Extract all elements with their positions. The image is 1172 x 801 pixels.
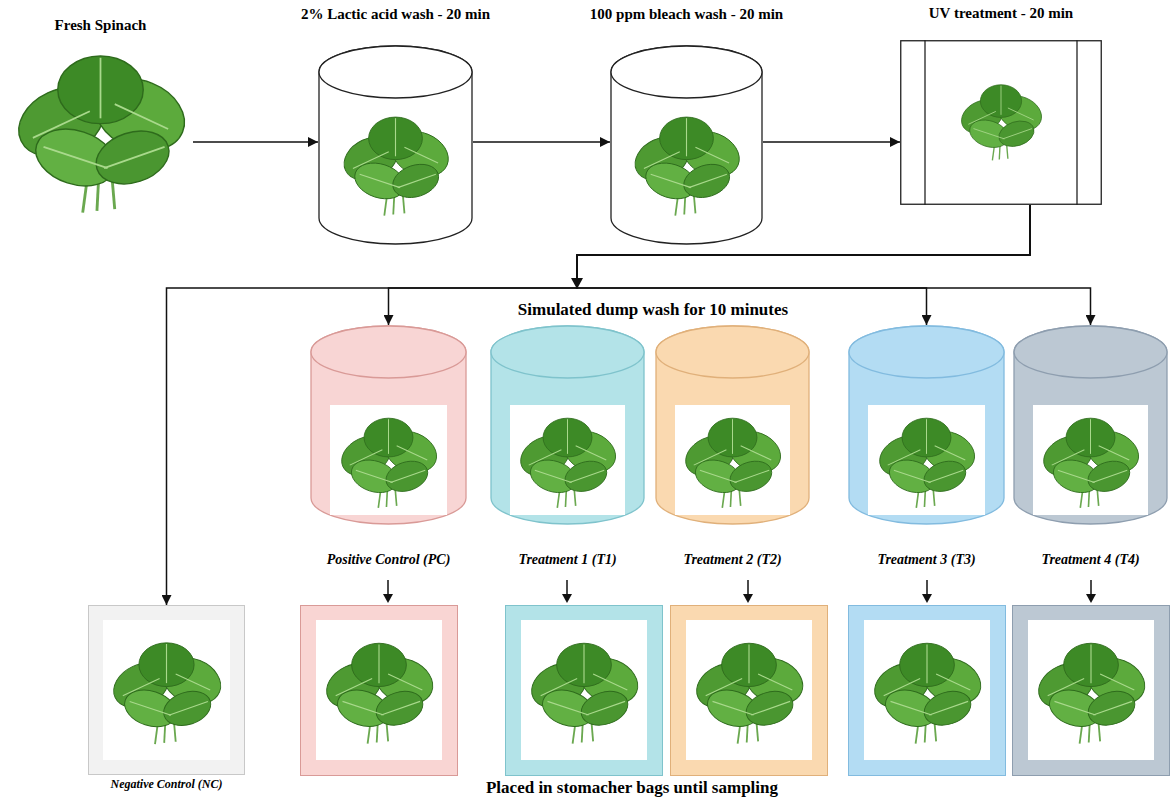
uv-chamber-node: UV treatment - 20 min	[900, 40, 1102, 205]
node-title: Treatment 1 (T1)	[518, 552, 616, 568]
node-label: Treatment 2 (T2)	[683, 552, 781, 568]
wash-tank-node: Treatment 1 (T1)	[490, 325, 645, 525]
node-label: Positive Control (PC)	[327, 552, 451, 568]
node-label: Treatment 4 (T4)	[1041, 552, 1139, 568]
node-label: Treatment 3 (T3)	[877, 552, 975, 568]
wash-tank-node: 100 ppm bleach wash - 20 min	[610, 45, 763, 245]
node-label: Fresh Spinach	[55, 17, 147, 34]
bag-arrow	[388, 580, 1091, 596]
wash-tank	[318, 45, 473, 245]
node-label: 100 ppm bleach wash - 20 min	[590, 6, 783, 23]
node-title: Treatment 2 (T2)	[683, 552, 781, 568]
spinach-picture	[8, 40, 193, 218]
stomacher-bag	[849, 606, 1006, 776]
stomacher-bag	[671, 606, 828, 776]
step-note: Simulated dump wash for 10 minutes	[518, 300, 788, 320]
stomacher-bag	[301, 606, 458, 776]
node-title: Treatment 4 (T4)	[1041, 552, 1139, 568]
flow-arrow	[763, 141, 900, 143]
node-title: UV treatment - 20 min	[929, 5, 1073, 22]
flow-arrow	[473, 141, 610, 143]
node-title: 2% Lactic acid wash - 20 min	[301, 6, 490, 23]
node-label: 2% Lactic acid wash - 20 min	[301, 6, 490, 23]
stomacher-bag	[506, 606, 663, 776]
flow-arrow	[193, 141, 318, 143]
node-label: Treatment 1 (T1)	[518, 552, 616, 568]
wash-tank	[1013, 325, 1168, 525]
uv-chamber	[900, 40, 1102, 205]
wash-tank-node: Treatment 3 (T3)	[848, 325, 1005, 525]
wash-tank	[310, 325, 467, 525]
wash-tank	[610, 45, 763, 245]
stomacher-bag	[88, 605, 245, 775]
flow-arrow	[167, 205, 1031, 605]
wash-tank-node: Positive Control (PC)	[310, 325, 467, 525]
bag-node: Negative Control (NC)	[88, 605, 245, 775]
node-label: UV treatment - 20 min	[929, 5, 1073, 22]
wash-tank-node: Treatment 2 (T2)	[655, 325, 810, 525]
node-title: Fresh Spinach	[55, 17, 147, 34]
node-title: Treatment 3 (T3)	[877, 552, 975, 568]
wash-tank-node: Treatment 4 (T4)	[1013, 325, 1168, 525]
node-label: Negative Control (NC)	[111, 778, 223, 792]
node-title: Positive Control (PC)	[327, 552, 451, 568]
wash-tank	[655, 325, 810, 525]
wash-tank	[848, 325, 1005, 525]
produce-node: Fresh Spinach	[8, 40, 193, 218]
bag-arrowhead	[383, 594, 1096, 603]
stomacher-bag	[1013, 606, 1170, 776]
step-note: Placed in stomacher bags until sampling	[486, 778, 778, 798]
wash-tank-node: 2% Lactic acid wash - 20 min	[318, 45, 473, 245]
node-title: 100 ppm bleach wash - 20 min	[590, 6, 783, 23]
wash-tank	[490, 325, 645, 525]
node-title: Negative Control (NC)	[111, 778, 223, 792]
